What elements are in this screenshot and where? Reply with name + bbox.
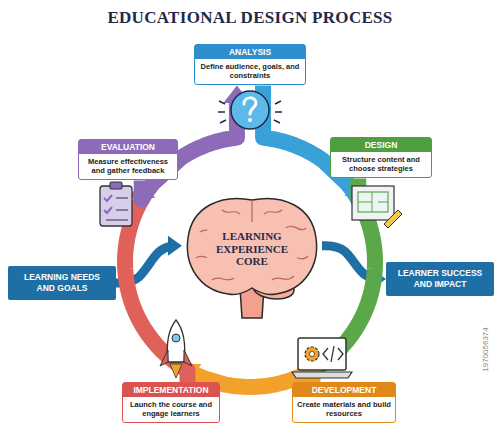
node-body: Define audience, goals, and constraints (195, 59, 305, 84)
analysis-head-icon (218, 91, 282, 129)
evaluation-clipboard-icon-part (100, 186, 132, 226)
cycle-arrow (125, 180, 188, 382)
design-blueprint-icon-part (352, 186, 394, 220)
analysis-head-icon-part (231, 91, 269, 129)
development-laptop-icon-part (323, 346, 343, 362)
development-laptop-icon-part (292, 372, 352, 378)
evaluation-clipboard-icon-part (110, 182, 122, 189)
design-blueprint-icon (352, 186, 402, 228)
stage-box: IMPLEMENTATIONLaunch the course and enga… (122, 382, 220, 423)
node-heading: IMPLEMENTATION (123, 383, 219, 397)
brain-part (196, 200, 308, 280)
evaluation-clipboard-icon (100, 182, 132, 226)
node-body: Launch the course and engage learners (123, 397, 219, 422)
node-heading: LEARNING EXPERIENCE CORE (207, 228, 297, 270)
brain-core: LEARNING EXPERIENCE CORE (182, 192, 322, 320)
development-laptop-icon-part (310, 352, 315, 357)
evaluation-clipboard-icon-part (104, 195, 112, 213)
design-blueprint-icon-part (384, 210, 402, 228)
node-heading: DESIGN (331, 138, 431, 152)
implementation-rocket-icon-part (167, 320, 184, 362)
outcome-box: LEARNER SUCCESS AND IMPACT (386, 262, 494, 296)
stage-box: DESIGNStructure content and choose strat… (330, 137, 432, 178)
input-box: LEARNING NEEDS AND GOALS (8, 266, 116, 300)
node-heading: LEARNER SUCCESS AND IMPACT (392, 268, 488, 290)
title: EDUCATIONAL DESIGN PROCESS (0, 8, 500, 28)
design-blueprint-icon-part (358, 192, 388, 212)
implementation-rocket-icon (160, 320, 192, 378)
brain-part (187, 199, 316, 295)
node-body: Create materials and build resources (293, 397, 395, 422)
development-laptop-icon-part (298, 338, 346, 370)
evaluation-clipboard-icon-part (106, 198, 128, 220)
development-laptop-icon-part (305, 347, 319, 361)
implementation-rocket-icon-part (172, 334, 180, 342)
development-laptop-icon (292, 338, 352, 378)
stage-box: DEVELOPMENTCreate materials and build re… (292, 382, 396, 423)
node-body: Structure content and choose strategies (331, 152, 431, 177)
design-blueprint-icon-part (358, 192, 388, 212)
stage-box: EVALUATIONMeasure effectiveness and gath… (78, 139, 178, 180)
implementation-rocket-icon-part (170, 364, 182, 378)
stage-box: ANALYSISDefine audience, goals, and cons… (194, 44, 306, 85)
analysis-head-icon-part (248, 118, 252, 122)
node-heading: DEVELOPMENT (293, 383, 395, 397)
node-body: Measure effectiveness and gather feedbac… (79, 154, 177, 179)
node-heading: LEARNING NEEDS AND GOALS (14, 272, 110, 294)
node-heading: EVALUATION (79, 140, 177, 154)
analysis-head-icon-part (244, 98, 256, 114)
node-heading: ANALYSIS (195, 45, 305, 59)
watermark-id: 1970056374 (481, 305, 490, 395)
